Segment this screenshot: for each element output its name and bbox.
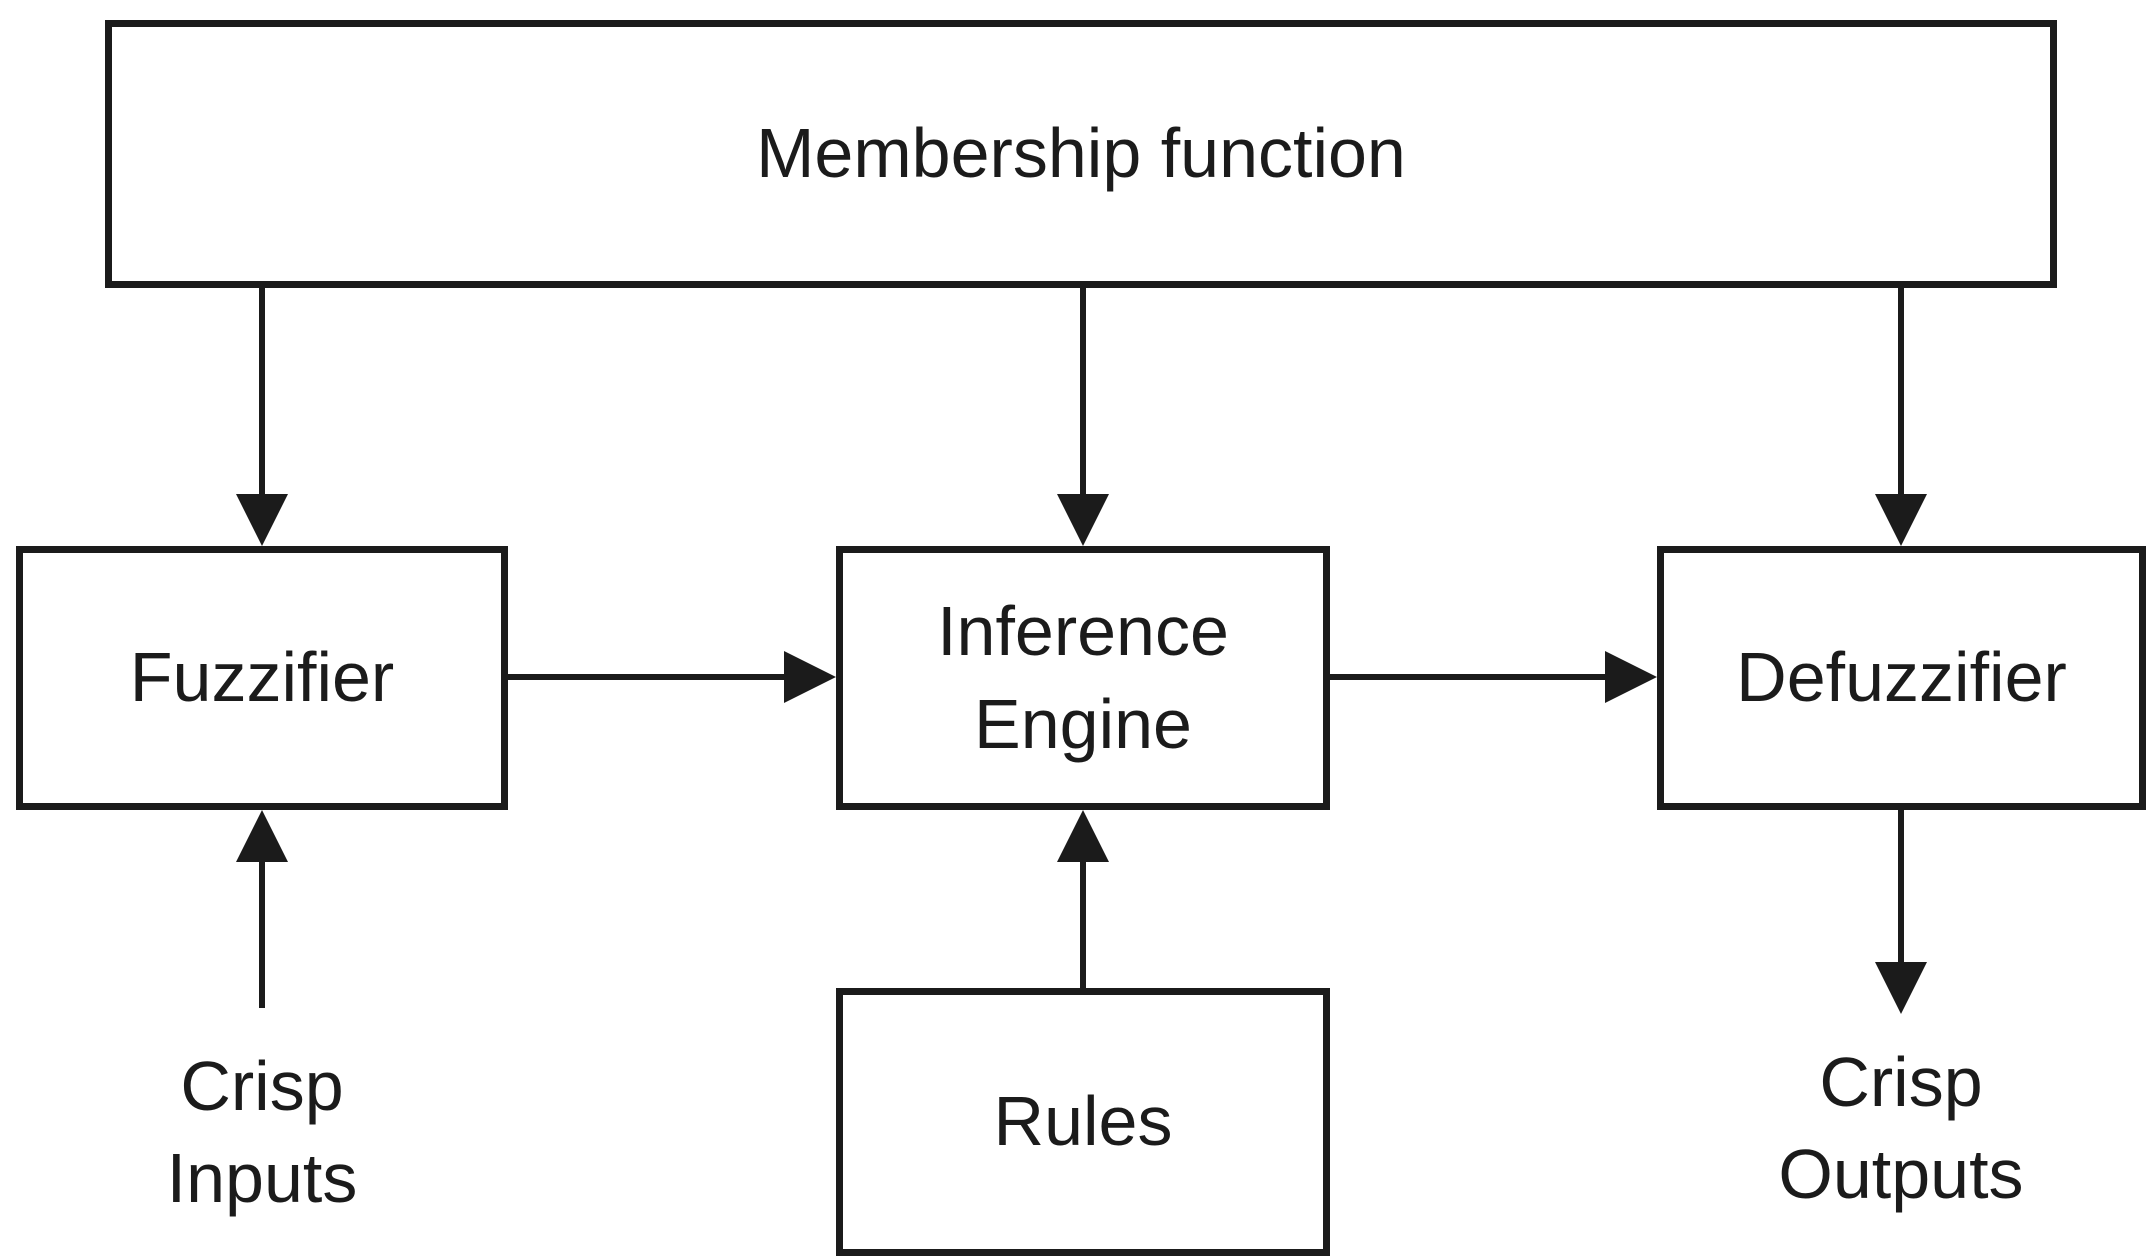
arrowhead-up-icon [1057, 810, 1109, 862]
arrowhead-right-icon [784, 651, 836, 703]
arrow-line [259, 288, 265, 500]
node-membership-function: Membership function [105, 20, 2057, 288]
fuzzifier-label: Fuzzifier [129, 638, 395, 717]
rules-label: Rules [993, 1082, 1173, 1161]
arrowhead-up-icon [236, 810, 288, 862]
node-defuzzifier: Defuzzifier [1657, 546, 2146, 810]
arrow-line [1080, 856, 1086, 988]
crisp-inputs-label: Crisp Inputs [166, 1047, 358, 1218]
arrow-line [259, 856, 265, 1008]
arrow-line [1898, 288, 1904, 500]
arrowhead-down-icon [1875, 962, 1927, 1014]
arrow-line [508, 674, 790, 680]
inference-engine-label: Inference Engine [937, 591, 1229, 763]
arrowhead-right-icon [1605, 651, 1657, 703]
arrowhead-down-icon [1875, 494, 1927, 546]
arrow-line [1898, 810, 1904, 968]
node-fuzzifier: Fuzzifier [16, 546, 508, 810]
membership-function-label: Membership function [756, 114, 1406, 193]
node-rules: Rules [836, 988, 1330, 1256]
crisp-outputs-label: Crisp Outputs [1778, 1043, 2024, 1214]
arrowhead-down-icon [1057, 494, 1109, 546]
arrowhead-down-icon [236, 494, 288, 546]
defuzzifier-label: Defuzzifier [1736, 638, 2067, 717]
arrow-line [1330, 674, 1611, 680]
node-inference-engine: Inference Engine [836, 546, 1330, 810]
arrow-line [1080, 288, 1086, 500]
